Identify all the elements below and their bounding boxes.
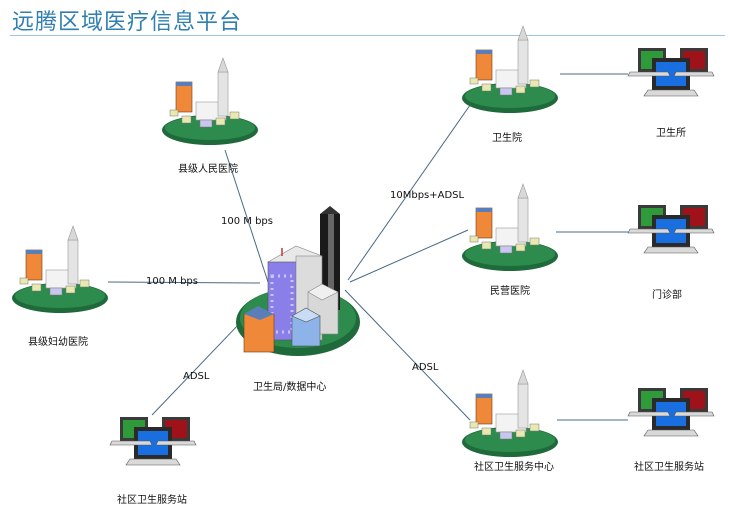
computer-icon [627,47,715,97]
hospital-icon [461,183,559,272]
computer-icon [109,416,197,466]
node-label-community-station-right: 社区卫生服务站 [634,462,704,473]
computer-icon [627,204,715,254]
node-label-private-hospital: 民营医院 [490,286,530,297]
link-label-community-center: ADSL [412,362,439,373]
node-label-county-people-hospital: 县级人民医院 [178,164,238,175]
node-label-community-station: 社区卫生服务站 [117,495,187,506]
link-label-health-center: 10Mbps+ADSL [390,190,465,201]
data-center-icon [236,206,360,356]
computer-icon [627,387,715,437]
node-label-clinic: 门诊部 [652,290,682,301]
node-label-data-center: 卫生局/数据中心 [253,382,327,393]
page-title: 远腾区域医疗信息平台 [12,10,243,35]
link-label-people-hospital: 100 M bps [221,216,273,227]
title-divider [10,35,725,36]
hospital-icon [461,369,559,458]
node-label-county-maternal-hospital: 县级妇幼医院 [28,337,88,348]
node-label-health-center: 卫生院 [492,133,522,144]
node-label-health-office: 卫生所 [656,128,686,139]
node-label-community-center: 社区卫生服务中心 [474,462,554,473]
link-label-maternal-hospital: 100 M bps [146,276,198,287]
hospital-icon [11,225,109,314]
hospital-icon [461,25,559,114]
link-label-community-station: ADSL [183,371,210,382]
hospital-icon [161,57,259,146]
